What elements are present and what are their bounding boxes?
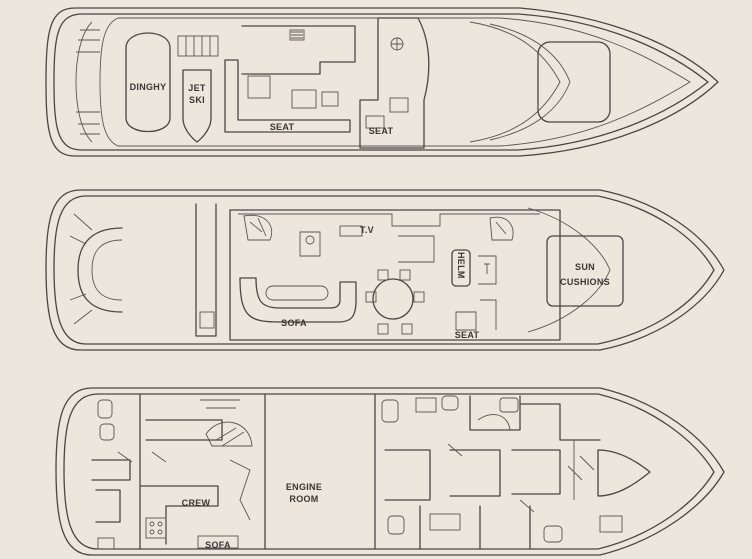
label-jet: JET	[188, 83, 206, 93]
sun-cushions-pad	[546, 235, 624, 307]
label-tv: T.V	[360, 225, 374, 235]
main-deck-hull-outline	[45, 189, 725, 351]
lower-deck: CREW ENGINE ROOM SOFA	[55, 387, 725, 556]
label-seat-flybridge: SEAT	[270, 122, 295, 132]
label-sun: SUN	[575, 262, 595, 272]
dining-table	[372, 278, 414, 320]
label-engine: ENGINE	[286, 482, 322, 492]
dinghy-shape	[125, 32, 171, 132]
label-crew: CREW	[182, 498, 211, 508]
label-dinghy: DINGHY	[130, 82, 167, 92]
label-sofa: SOFA	[281, 318, 307, 328]
label-ski: SKI	[189, 95, 205, 105]
sofa-shape	[239, 277, 357, 323]
jet-ski-shape	[182, 69, 212, 143]
flybridge-hull-outline	[45, 7, 719, 157]
stove-icon	[145, 517, 167, 539]
flybridge-deck: DINGHY JET SKI SEAT SEAT	[45, 7, 719, 157]
label-room: ROOM	[289, 494, 318, 504]
label-seat-main: SEAT	[455, 330, 480, 340]
label-sofa-crew: SOFA	[205, 540, 231, 550]
label-cushions: CUSHIONS	[560, 277, 610, 287]
lower-deck-hull-outline	[55, 387, 725, 556]
main-deck: SOFA T.V SEAT SUN CUSHIONS HELM	[45, 189, 725, 351]
label-helm: HELM	[456, 252, 466, 279]
label-seat-flybridge-side: SEAT	[369, 126, 394, 136]
